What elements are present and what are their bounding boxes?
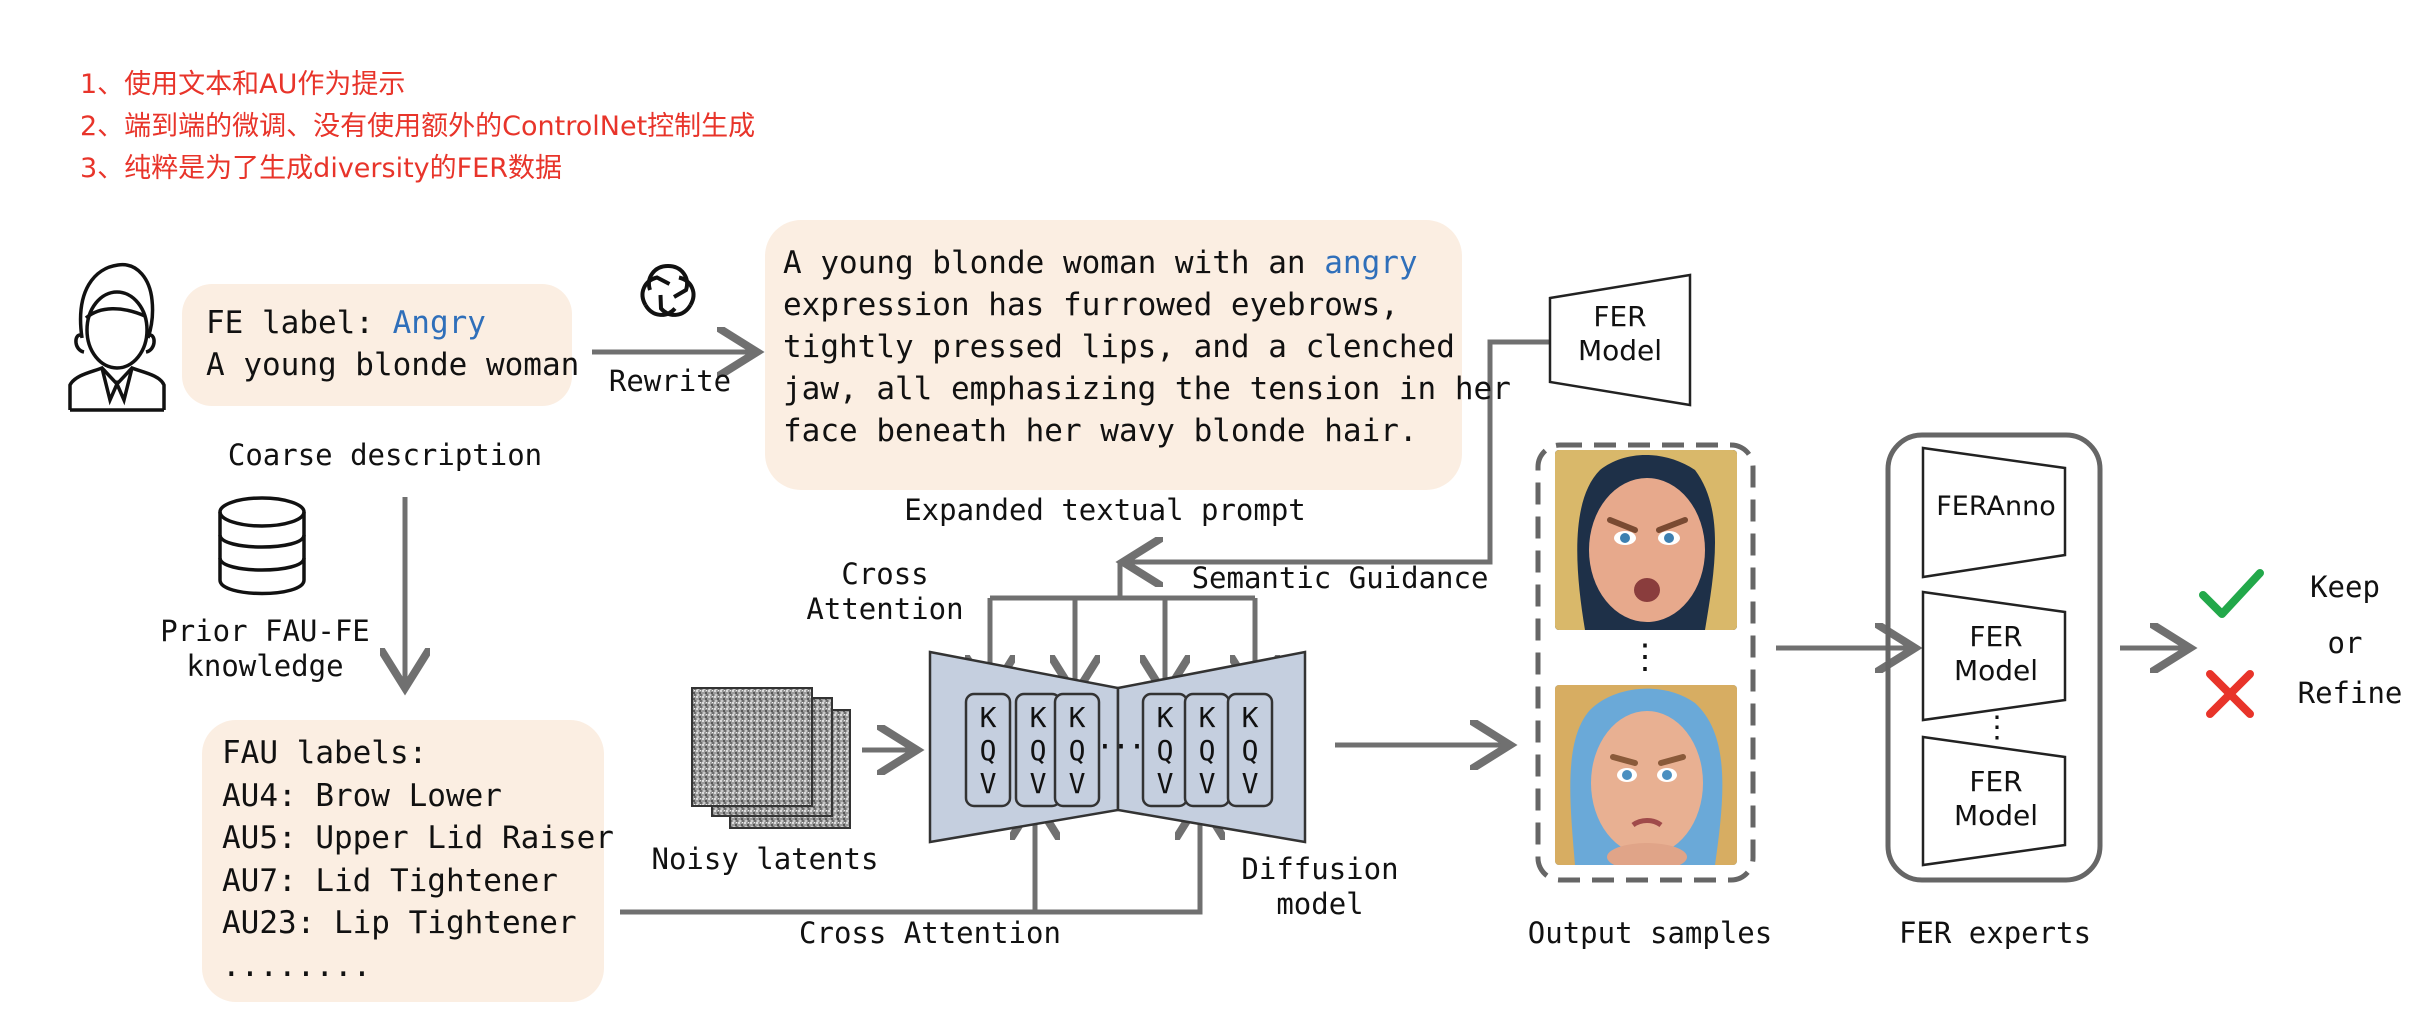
kqv-letter: Q	[1198, 734, 1216, 767]
fer-experts-label: FER experts	[1898, 916, 2092, 950]
kqv-letter: V	[1068, 767, 1086, 800]
kqv-letter: K	[1156, 701, 1174, 734]
output-samples-frame	[1535, 442, 1756, 883]
fer-expert-model-1: FER Model	[1926, 620, 2066, 688]
person-icon	[68, 263, 166, 412]
fau-labels-text: FAU labels: AU4: Brow Lower AU5: Upper L…	[222, 732, 614, 987]
prior-knowledge-line-1: Prior FAU-FE	[160, 614, 370, 648]
kqv-letter: K	[979, 701, 997, 734]
fe-label-line: FE label: Angry	[206, 302, 486, 345]
kqv-letter: K	[1241, 701, 1259, 734]
prompt-line-1: A young blonde woman with an angry	[783, 242, 1511, 284]
fer-model-top-line-2: Model	[1577, 334, 1663, 367]
semantic-guidance-arrow	[1128, 339, 1550, 562]
fe-label-value: Angry	[392, 305, 486, 341]
fau-ellipsis: ........	[222, 947, 372, 984]
prompt-line-5: face beneath her wavy blonde hair.	[783, 413, 1418, 449]
rewrite-label: Rewrite	[608, 364, 732, 398]
fau-item-2: AU5: Upper Lid Raiser	[222, 820, 614, 856]
kqv-letter: Q	[979, 734, 997, 767]
diffusion-unet	[928, 650, 1307, 844]
fau-title: FAU labels:	[222, 735, 428, 771]
fau-item-4: AU23: Lip Tightener	[222, 905, 577, 941]
prompt-keyword: angry	[1324, 245, 1418, 281]
kqv-letter: V	[1156, 767, 1174, 800]
refine-label: Refine	[2297, 676, 2403, 710]
kqv-letter: K	[1068, 701, 1086, 734]
fer-expert-model-2-line-2: Model	[1953, 799, 2039, 832]
feranno-label: FERAnno	[1936, 491, 2056, 522]
fau-labels-box: FAU labels: AU4: Brow Lower AU5: Upper L…	[202, 720, 614, 1002]
cross-icon	[2206, 670, 2254, 718]
diffusion-model-line-1: Diffusion	[1241, 852, 1399, 886]
coarse-description-label: Coarse description	[227, 438, 543, 472]
fe-label-box: FE label: Angry A young blonde woman	[182, 284, 579, 406]
fau-item-1: AU4: Brow Lower	[222, 777, 502, 814]
note-2: 2、端到端的微调、没有使用额外的ControlNet控制生成	[80, 111, 756, 142]
check-icon	[2199, 569, 2264, 618]
fau-item-3: AU7: Lid Tightener	[222, 862, 558, 899]
kqv-letter: V	[1029, 767, 1047, 800]
fer-model-top-shape	[1548, 273, 1692, 407]
prompt-line-3: tightly pressed lips, and a clenched	[783, 329, 1455, 365]
kqv-letter: Q	[1068, 734, 1086, 767]
fe-label-prefix: FE label:	[206, 305, 393, 341]
prompt-text: A young blonde woman with an angry expre…	[783, 242, 1511, 452]
kqv-letter: V	[1241, 767, 1259, 800]
expanded-prompt-label: Expanded textual prompt	[904, 493, 1306, 527]
prompt-line-2: expression has furrowed eyebrows,	[783, 287, 1399, 323]
fer-expert-model-1-line-1: FER	[1969, 620, 2023, 653]
prior-knowledge-label: Prior FAU-FE knowledge	[140, 614, 390, 684]
fer-model-top-line-1: FER	[1593, 300, 1647, 333]
cross-attention-bottom-arrow-right	[620, 805, 1200, 915]
kqv-letter: V	[979, 767, 997, 800]
sample-dots: ⋮	[1628, 637, 1662, 677]
fer-expert-model-2-line-1: FER	[1969, 765, 2023, 798]
expanded-prompt-box: A young blonde woman with an angry expre…	[765, 220, 1511, 490]
semantic-guidance-label: Semantic Guidance	[1191, 561, 1489, 595]
kqv-letter: Q	[1156, 734, 1174, 767]
fer-experts-frame	[1885, 432, 2103, 883]
output-samples-label: Output samples	[1527, 916, 1773, 950]
kqv-letter: K	[1198, 701, 1216, 734]
kqv-letter: K	[1029, 701, 1047, 734]
noisy-latents-stack	[691, 687, 851, 829]
or-label: or	[2327, 626, 2363, 660]
cross-attention-bottom-label: Cross Attention	[799, 916, 1061, 950]
output-sample-2	[1555, 685, 1737, 865]
keep-label: Keep	[2310, 570, 2380, 604]
database-icon	[218, 496, 306, 596]
cross-attention-top-label: Cross Attention	[790, 557, 980, 627]
prompt-line-4: jaw, all emphasizing the tension in her	[783, 371, 1511, 407]
prior-knowledge-line-2: knowledge	[186, 649, 344, 683]
kqv-letter: V	[1198, 767, 1216, 800]
diffusion-model-line-2: model	[1276, 887, 1364, 921]
fer-expert-model-2: FER Model	[1926, 765, 2066, 833]
fer-model-top-label: FER Model	[1555, 300, 1685, 368]
fer-experts-dots: ⋮	[1982, 710, 2012, 745]
note-3: 3、纯粹是为了生成diversity的FER数据	[80, 153, 562, 184]
fe-description: A young blonde woman	[206, 347, 580, 383]
output-sample-1	[1555, 450, 1737, 630]
openai-logo-icon	[640, 264, 696, 317]
prompt-line-1-prefix: A young blonde woman with an	[783, 245, 1325, 281]
note-1: 1、使用文本和AU作为提示	[80, 69, 406, 100]
noisy-latents-label: Noisy latents	[651, 842, 879, 876]
cross-attention-top-line-1: Cross	[841, 557, 929, 591]
cross-attention-top-line-2: Attention	[806, 592, 964, 626]
fer-expert-model-1-line-2: Model	[1953, 654, 2039, 687]
kqv-letter: Q	[1029, 734, 1047, 767]
diffusion-model-label: Diffusion model	[1230, 852, 1410, 922]
unet-dots: ···	[1095, 730, 1146, 765]
kqv-letter: Q	[1241, 734, 1259, 767]
